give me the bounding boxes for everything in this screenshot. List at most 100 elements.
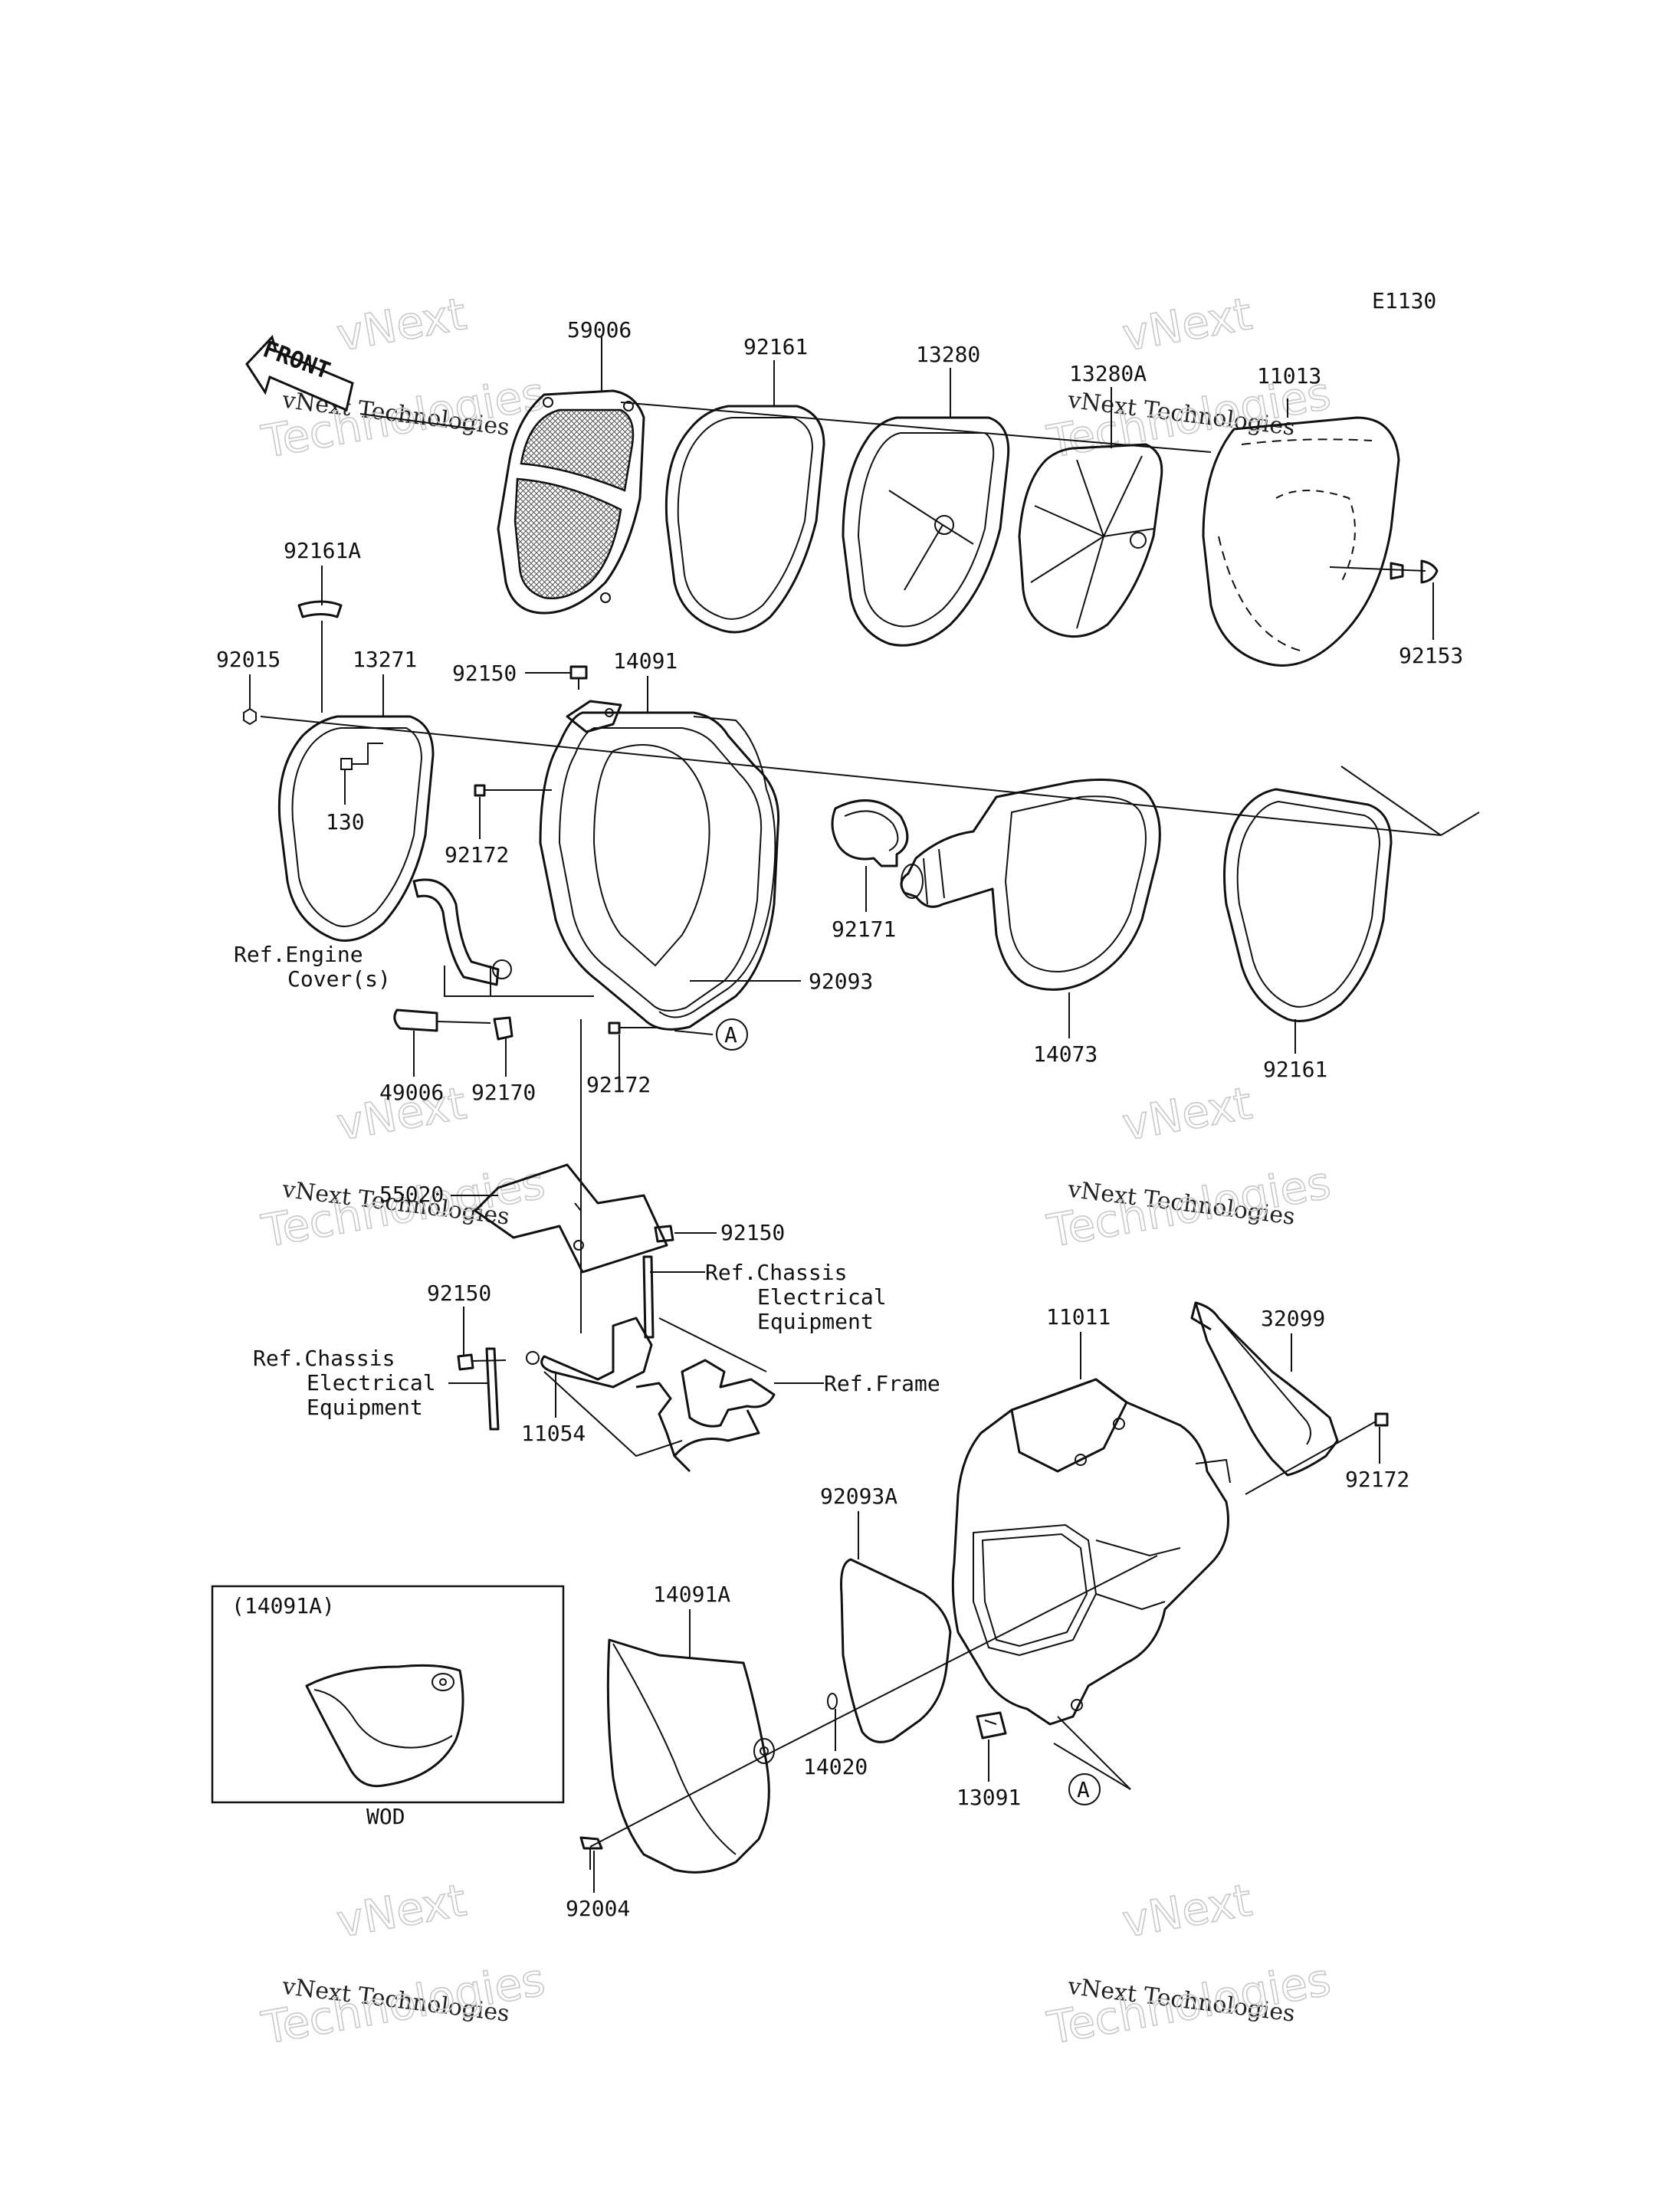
label-13280A: 13280A xyxy=(1069,361,1147,386)
label-11013: 11013 xyxy=(1257,363,1321,389)
part-11013-filter-element xyxy=(1202,416,1400,667)
label-13091: 13091 xyxy=(956,1785,1021,1810)
ref-engine-line1: Ref.Engine xyxy=(234,942,363,967)
label-14020: 14020 xyxy=(803,1754,868,1779)
svg-text:Technologies: Technologies xyxy=(1043,1156,1334,1258)
label-55020: 55020 xyxy=(379,1182,444,1207)
part-11011-airbox xyxy=(951,1378,1231,1726)
svg-text:A: A xyxy=(1077,1777,1090,1802)
label-92004: 92004 xyxy=(566,1896,630,1921)
part-92171-clamp-ring xyxy=(831,799,909,867)
part-14091A-cover xyxy=(606,1638,775,1874)
part-92015-nut xyxy=(243,707,257,726)
inset-title: (14091A) xyxy=(231,1593,335,1618)
label-92172-b: 92172 xyxy=(586,1072,651,1097)
part-11054-bracket xyxy=(526,1255,655,1389)
callout-a-bottom: A xyxy=(1053,1716,1131,1805)
inset-caption: WOD xyxy=(366,1804,405,1829)
part-13280A-filter-cage xyxy=(1018,443,1163,638)
label-92150-a: 92150 xyxy=(452,661,517,686)
part-32099-side-cover xyxy=(1190,1301,1339,1477)
ref-chassis-left-line1: Ref.Chassis xyxy=(253,1346,395,1371)
part-92150-bolt-a xyxy=(569,665,588,690)
ref-frame: Ref.Frame xyxy=(824,1371,940,1396)
watermark-bottom-left: vNext vNext Technologies Technologies xyxy=(257,1873,549,2054)
svg-text:vNext: vNext xyxy=(1119,287,1256,361)
part-92161A-hose xyxy=(297,600,343,618)
part-92004-screw xyxy=(579,1836,603,1870)
part-59006-filter-cover xyxy=(497,389,645,615)
label-92161A: 92161A xyxy=(284,538,361,563)
ref-chassis-right-line1: Ref.Chassis xyxy=(705,1260,847,1285)
leader-ref-engine xyxy=(444,966,594,997)
label-92161-right: 92161 xyxy=(1263,1057,1327,1082)
part-92150-bolt-b xyxy=(654,1225,674,1243)
watermark-bottom-right: vNext vNext Technologies Technologies xyxy=(1042,1873,1334,2054)
label-59006: 59006 xyxy=(567,317,632,343)
watermark-mid-right: vNext vNext Technologies Technologies xyxy=(1042,1076,1334,1258)
part-92150-bolt-c xyxy=(457,1353,507,1371)
label-92171: 92171 xyxy=(832,917,896,942)
svg-text:Technologies: Technologies xyxy=(1043,1953,1334,2054)
part-130-screw xyxy=(340,743,383,770)
svg-text:A: A xyxy=(724,1022,737,1048)
axis-line-middle-end xyxy=(1440,812,1480,836)
inset-14091A: (14091A) WOD xyxy=(211,1585,565,1829)
part-frame-section xyxy=(543,1317,776,1473)
part-92161-gasket-right xyxy=(1223,788,1393,1022)
label-92172-c: 92172 xyxy=(1345,1467,1409,1492)
diagram-code: E1130 xyxy=(1372,288,1436,313)
svg-text:vNext: vNext xyxy=(1119,1874,1256,1947)
ref-chassis-left-line3: Equipment xyxy=(307,1395,423,1420)
label-13280: 13280 xyxy=(916,342,980,367)
ref-chassis-left-line2: Electrical xyxy=(307,1370,436,1395)
part-92093-seal xyxy=(658,716,776,1018)
axis-line-middle xyxy=(260,716,1442,836)
label-11054: 11054 xyxy=(521,1421,586,1446)
label-14091: 14091 xyxy=(613,648,678,674)
leader-vertical-55020 xyxy=(574,1019,582,1333)
part-92153-bolt xyxy=(1329,559,1439,584)
ref-engine-line2: Cover(s) xyxy=(287,966,391,992)
svg-text:vNext: vNext xyxy=(333,287,471,361)
label-92153: 92153 xyxy=(1399,643,1463,668)
part-92172-bolt-c xyxy=(1245,1412,1389,1495)
label-14073: 14073 xyxy=(1033,1041,1098,1067)
part-13280-filter-frame xyxy=(842,416,1010,647)
svg-text:vNext: vNext xyxy=(1119,1077,1256,1150)
label-92172-a: 92172 xyxy=(445,842,509,867)
label-14091A: 14091A xyxy=(653,1582,730,1607)
part-55020-plate xyxy=(474,1163,668,1274)
label-92161-top: 92161 xyxy=(743,334,808,359)
axis-line-top xyxy=(620,402,1212,453)
part-14020-washer xyxy=(827,1693,838,1710)
part-14073-air-duct xyxy=(900,779,1161,991)
leader-front xyxy=(359,413,476,430)
part-92172-bolt-b xyxy=(608,1021,659,1035)
part-13271-gasket xyxy=(277,715,435,942)
label-92150-c: 92150 xyxy=(427,1280,491,1306)
label-92093: 92093 xyxy=(809,969,873,994)
part-chassis-strip xyxy=(485,1347,500,1431)
svg-text:vNext: vNext xyxy=(333,1874,471,1947)
label-32099: 32099 xyxy=(1261,1306,1325,1331)
part-92093A-seal xyxy=(840,1558,952,1743)
part-92172-bolt-a xyxy=(474,784,552,797)
svg-text:Technologies: Technologies xyxy=(258,1953,549,2054)
label-92093A: 92093A xyxy=(820,1484,897,1509)
part-92170-clamp xyxy=(493,1016,514,1041)
label-11011: 11011 xyxy=(1046,1304,1111,1330)
part-92161-gasket-top xyxy=(664,405,825,634)
part-49006-pipe xyxy=(393,1008,491,1032)
label-92170: 92170 xyxy=(471,1080,536,1105)
label-13271: 13271 xyxy=(353,647,417,672)
part-breather-hose xyxy=(412,878,512,986)
part-13091-clip xyxy=(976,1711,1007,1740)
ref-chassis-right-line2: Electrical xyxy=(757,1284,887,1310)
label-92015: 92015 xyxy=(216,647,281,672)
label-49006: 49006 xyxy=(379,1080,444,1105)
ref-chassis-right-line3: Equipment xyxy=(757,1309,874,1334)
label-92150-b: 92150 xyxy=(720,1220,785,1245)
label-130: 130 xyxy=(326,809,365,835)
